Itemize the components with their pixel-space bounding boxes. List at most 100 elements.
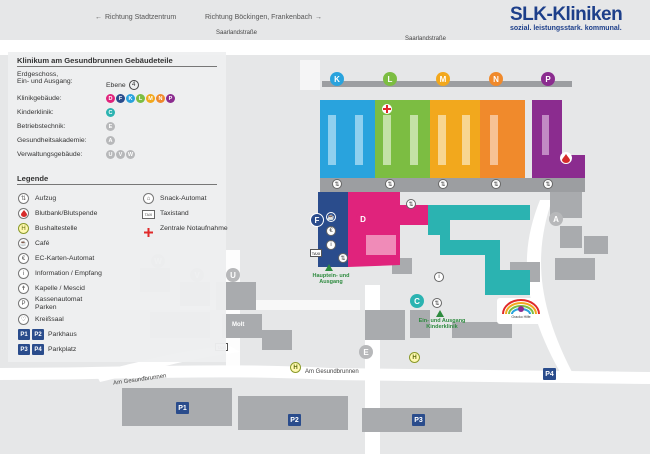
blood-drop-icon-map[interactable]: [560, 152, 572, 164]
emergency-cross-icon[interactable]: [382, 104, 392, 114]
divider: [17, 66, 217, 67]
building-marker-e[interactable]: E: [359, 345, 373, 359]
chapel-icon: ✝: [18, 283, 29, 294]
elevator-icon[interactable]: ⇅: [385, 179, 395, 189]
code-l: L: [136, 94, 145, 103]
building-marker-f[interactable]: F: [310, 213, 324, 227]
parking-p2-marker[interactable]: P2: [288, 414, 301, 426]
building-marker-k[interactable]: K: [330, 72, 344, 86]
building-marker-n[interactable]: N: [489, 72, 503, 86]
gracko-sign: Gracko Hilfe: [497, 298, 545, 324]
arrow-right-icon: →: [315, 14, 323, 21]
legend-p4: P4: [32, 344, 44, 355]
road-label-gesundbrunnen-mid: Am Gesundbrunnen: [305, 369, 359, 375]
divider: [17, 184, 217, 185]
parking-lot-icon: P3 P4: [18, 344, 44, 355]
bus-stop-icon[interactable]: H: [409, 352, 420, 363]
code-w: W: [126, 150, 135, 159]
building-marker-m[interactable]: M: [436, 72, 450, 86]
info-icon[interactable]: i: [326, 240, 336, 250]
logo: SLK-Kliniken sozial. leistungsstark. kom…: [510, 4, 644, 32]
legend-p2: P2: [32, 329, 44, 340]
info-icon: i: [18, 268, 29, 279]
bus-stop-icon[interactable]: H: [290, 362, 301, 373]
child-entrance-label: Ein- und Ausgang Kinderklinik: [418, 318, 466, 330]
elevator-icon[interactable]: ⇅: [406, 199, 416, 209]
info-icon[interactable]: i: [434, 272, 444, 282]
elevator-icon[interactable]: ⇅: [332, 179, 342, 189]
elevator-icon[interactable]: ⇅: [438, 179, 448, 189]
legend-p1: P1: [18, 329, 30, 340]
legend-elevator: Aufzug: [35, 195, 57, 202]
code-v: V: [116, 150, 125, 159]
elevator-icon[interactable]: ⇅: [543, 179, 553, 189]
parking-p4-marker[interactable]: P4: [543, 368, 556, 380]
code-c: C: [106, 108, 115, 117]
cafe-icon: ☕: [18, 238, 29, 249]
ec-icon: €: [18, 253, 29, 264]
main-entrance-label: Hauptein- und Ausgang: [312, 273, 350, 285]
legend-info: Information / Empfang: [35, 270, 102, 277]
ground-floor-label: Erdgeschoss,: [17, 71, 59, 78]
molt-label: Molt: [232, 322, 245, 328]
legend-pay-machine-line2: Parken: [35, 304, 57, 311]
code-k: K: [126, 94, 135, 103]
tech-label: Betriebstechnik:: [17, 123, 66, 130]
building-marker-d[interactable]: D: [356, 212, 370, 226]
parking-garage-icon: P1 P2: [18, 329, 44, 340]
building-misc-6: [555, 258, 595, 280]
building-marker-a[interactable]: A: [549, 212, 563, 226]
legend-snack: Snack-Automat: [160, 195, 207, 202]
elevator-icon: ⇅: [18, 193, 29, 204]
blood-drop-icon: [18, 208, 29, 219]
arrow-left-icon: ←: [95, 14, 102, 21]
code-d: D: [106, 94, 115, 103]
building-marker-p[interactable]: P: [541, 72, 555, 86]
info-panel: Klinikum am Gesundbrunnen Gebäudeteile E…: [8, 52, 228, 362]
building-a-side: [560, 226, 582, 248]
building-misc-8: [452, 322, 512, 338]
elevator-icon[interactable]: ⇅: [432, 298, 442, 308]
elevator-icon[interactable]: ⇅: [491, 179, 501, 189]
code-m: M: [146, 94, 155, 103]
legend-title: Legende: [17, 174, 49, 183]
pay-machine-icon: P: [18, 298, 29, 309]
building-row-ground-floor: Erdgeschoss, Ein- und Ausgang:: [17, 71, 73, 85]
taxi-icon: TAXI: [142, 210, 155, 219]
main-entrance-marker: [325, 264, 333, 271]
building-e: [365, 310, 405, 340]
building-misc-3: [410, 310, 430, 338]
snack-icon: ⌂: [143, 193, 154, 204]
building-marker-l[interactable]: L: [383, 72, 397, 86]
children-clinic-codes: C: [106, 108, 116, 117]
code-f: F: [116, 94, 125, 103]
legend-bus: Bushaltestelle: [35, 225, 78, 232]
ground-floor-value: Ebene 4: [106, 80, 139, 90]
level-number: 4: [128, 80, 139, 90]
parking-p3-marker[interactable]: P3: [412, 414, 425, 426]
building-marker-u[interactable]: U: [226, 268, 240, 282]
direction-city-center-label: Richtung Stadtzentrum: [105, 14, 177, 21]
direction-city-center: ← Richtung Stadtzentrum: [95, 14, 176, 21]
elevator-icon[interactable]: ⇅: [338, 253, 348, 263]
parking-p1-marker[interactable]: P1: [176, 402, 189, 414]
cafe-icon[interactable]: ☕: [326, 212, 336, 222]
code-u: U: [106, 150, 115, 159]
direction-boeckingen: Richtung Böckingen, Frankenbach →: [205, 14, 322, 21]
legend-pay-machine: Kassenautomat Parken: [35, 296, 82, 312]
admin-label: Verwaltungsgebäude:: [17, 151, 83, 158]
legend-cafe: Café: [35, 240, 50, 247]
logo-slogan: sozial. leistungsstark. kommunal.: [510, 25, 622, 32]
legend-blood: Blutbank/Blutspende: [35, 210, 98, 217]
ec-icon[interactable]: €: [326, 226, 336, 236]
taxi-icon[interactable]: TAXI: [310, 249, 322, 257]
code-e: E: [106, 122, 115, 131]
legend-delivery: Kreißsaal: [35, 316, 64, 323]
road-label-saarland-right: Saarlandstraße: [405, 36, 447, 42]
academy-codes: A: [106, 136, 116, 145]
bus-icon: H: [18, 223, 29, 234]
legend-parking-garage: Parkhaus: [48, 331, 77, 338]
building-marker-c[interactable]: C: [410, 294, 424, 308]
road-label-saarland-left: Saarlandstraße: [216, 30, 258, 36]
